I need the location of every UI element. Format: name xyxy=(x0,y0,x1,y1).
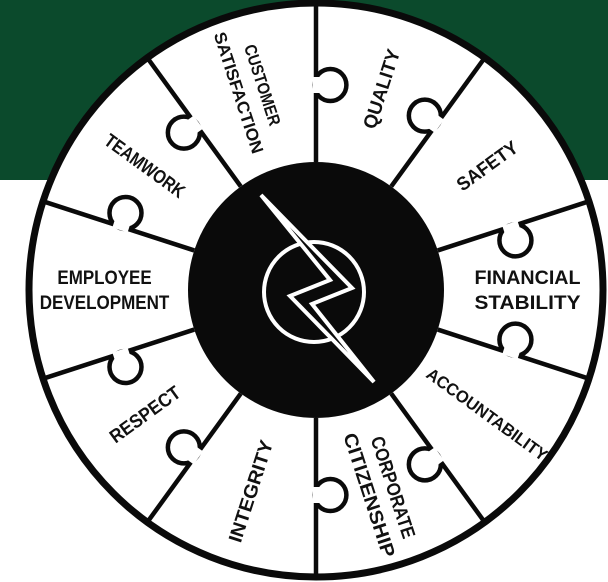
segment-label-financial-stability: FINANCIAL STABILITY xyxy=(474,268,580,314)
puzzle-neck xyxy=(187,115,204,133)
puzzle-neck xyxy=(112,347,130,360)
segment-label-line: DEVELOPMENT xyxy=(40,293,170,314)
puzzle-neck xyxy=(502,220,520,233)
segment-label-line: FINANCIAL xyxy=(474,268,580,289)
segment-label-line: EMPLOYEE xyxy=(57,268,151,289)
puzzle-neck xyxy=(187,447,204,465)
puzzle-neck xyxy=(428,447,445,465)
lightning-bolt-circle-icon xyxy=(259,193,376,384)
puzzle-neck xyxy=(502,347,520,360)
segment-label-employee-development: EMPLOYEE DEVELOPMENT xyxy=(40,268,170,314)
wheel-hub xyxy=(188,162,444,418)
puzzle-neck xyxy=(112,220,130,233)
puzzle-neck xyxy=(428,115,445,133)
segment-label-line: STABILITY xyxy=(474,293,580,314)
wheel-dividers xyxy=(42,3,590,577)
